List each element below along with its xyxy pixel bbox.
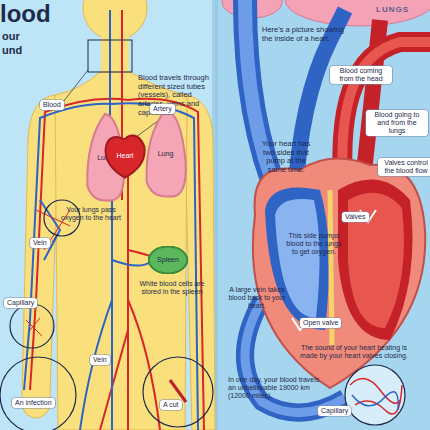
callout-label: Capillary: [4, 298, 37, 308]
title-fragment: our: [2, 30, 20, 43]
spleen-shape: [149, 247, 187, 274]
cut-mark: [170, 380, 186, 402]
zoom-box: [88, 40, 132, 72]
vein-lines: [24, 10, 198, 430]
title-fragment: und: [2, 44, 22, 57]
callout-label: Capillary: [318, 406, 351, 416]
organ-node: Spleen: [148, 246, 188, 274]
callout-label: Blood going to and from the lungs: [366, 110, 428, 136]
left-page: [0, 0, 215, 430]
organ-node: Lung: [143, 108, 188, 200]
callout-label: Vein: [30, 238, 50, 248]
note-text: The sound of your heart beating is made …: [298, 344, 410, 360]
lung-shape: [147, 110, 186, 197]
red-chamber: [338, 180, 413, 340]
right-page: [215, 0, 430, 430]
organ-label: Spleen: [157, 256, 179, 264]
organ-label: Heart: [116, 152, 133, 160]
zoom-circle: [143, 357, 213, 427]
zoom-circle: [0, 357, 76, 430]
note-text: Your lungs pass oxygen to the heart: [60, 206, 122, 222]
note-text: Here's a picture showing the inside of a…: [262, 26, 344, 43]
note-text: Your heart has two sides that pump at th…: [256, 140, 316, 175]
callout-label: A cut: [160, 400, 182, 410]
note-text: White blood cells are stored in the sple…: [134, 280, 210, 296]
callout-label: Vein: [90, 355, 110, 365]
callout-label: Artery: [150, 104, 175, 114]
note-text: In one day, your blood travels an unbeli…: [228, 376, 324, 400]
callout-label: Valves: [342, 212, 369, 222]
note-text: A large vein takes blood back to your he…: [226, 286, 288, 310]
organ-label: Lung: [158, 150, 174, 158]
page-title: lood: [0, 0, 51, 28]
note-text: This side pumps blood to the lungs to ge…: [286, 232, 342, 256]
zoom-circle: [10, 304, 54, 348]
lungs-shape: [285, 0, 430, 26]
heart-shape: [106, 136, 145, 178]
callout-label: An infection: [12, 398, 55, 408]
callout-label: Valves control the blood flow: [378, 158, 430, 176]
capillary-mesh: [352, 392, 398, 410]
capillary-mesh: [350, 379, 402, 415]
callout-label: Blood: [40, 100, 64, 110]
valve-marks: [292, 210, 376, 330]
zoom-circle: [345, 365, 405, 425]
organ-node: Heart: [102, 132, 148, 180]
callout-label: Blood coming from the head: [330, 66, 392, 84]
note-text: LUNGS: [376, 5, 409, 14]
heart-wall: [253, 159, 425, 388]
blue-chamber: [265, 188, 329, 331]
callout-label: Open valve: [300, 318, 341, 328]
